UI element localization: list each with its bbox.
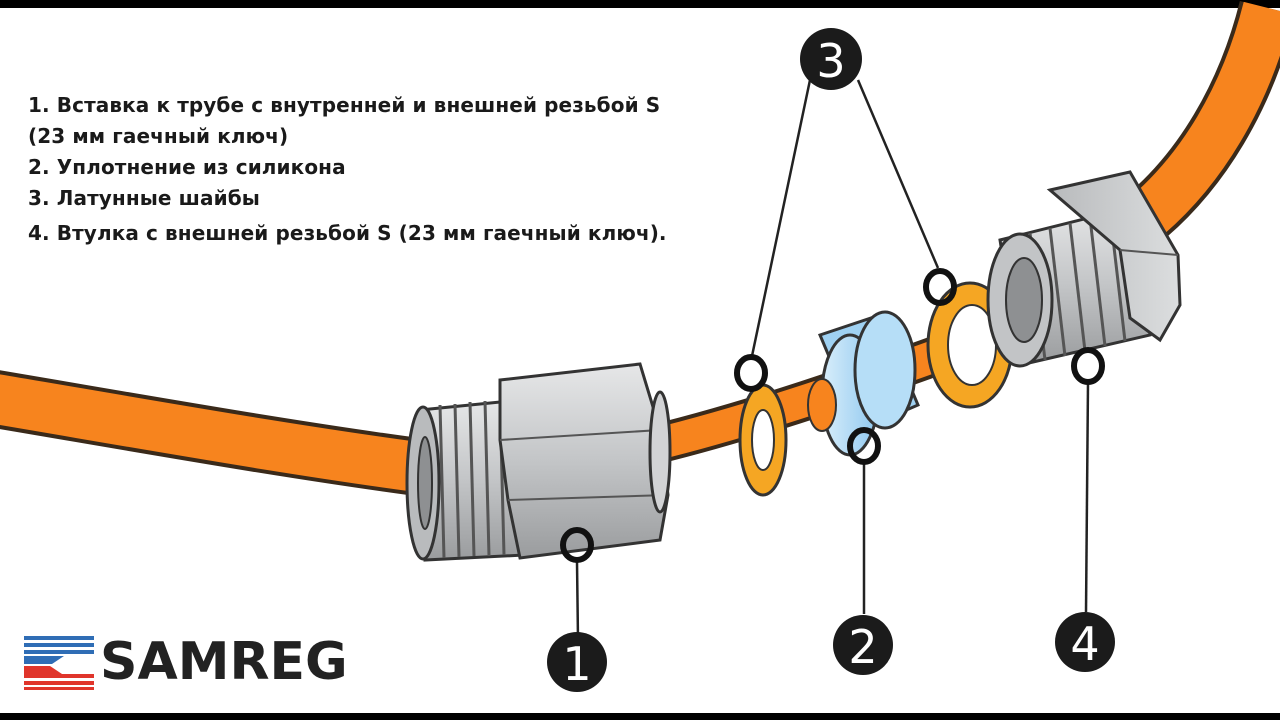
letterbox-top [0,0,1280,8]
leader-lines [575,79,1090,641]
bushing-icon [986,170,1182,368]
legend-item-1-line-1: 1. Вставка к трубе с внутренней и внешне… [28,93,661,117]
callout-badge-3: 3 [800,28,862,90]
samreg-logo: SAMREG [24,632,384,692]
callout-label-1: 1 [562,637,591,691]
samreg-logo-mark-icon [24,636,94,690]
callout-badge-4: 4 [1055,612,1115,672]
callout-label-4: 4 [1070,617,1099,671]
callout-badge-1: 1 [547,632,607,692]
callout-label-2: 2 [848,620,877,674]
letterbox-bottom [0,713,1280,720]
legend-item-3: 3. Латунные шайбы [28,186,260,210]
silicone-seal-icon [807,310,920,457]
legend-item-4: 4. Втулка с внешней резьбой S (23 мм гае… [28,221,667,245]
thread-insert-icon [405,362,672,562]
callout-rings [560,268,1105,563]
legend-item-2: 2. Уплотнение из силикона [28,155,346,179]
legend-item-1-line-2: (23 мм гаечный ключ) [28,124,289,148]
parts-legend: 1. Вставка к трубе с внутренней и внешне… [28,90,728,249]
tube-left [0,370,444,499]
washer-icon [738,383,788,497]
callout-label-3: 3 [816,34,845,88]
tube-right [1128,0,1280,237]
callout-badge-2: 2 [833,615,893,675]
logo-brand-text: SAMREG [100,632,348,692]
